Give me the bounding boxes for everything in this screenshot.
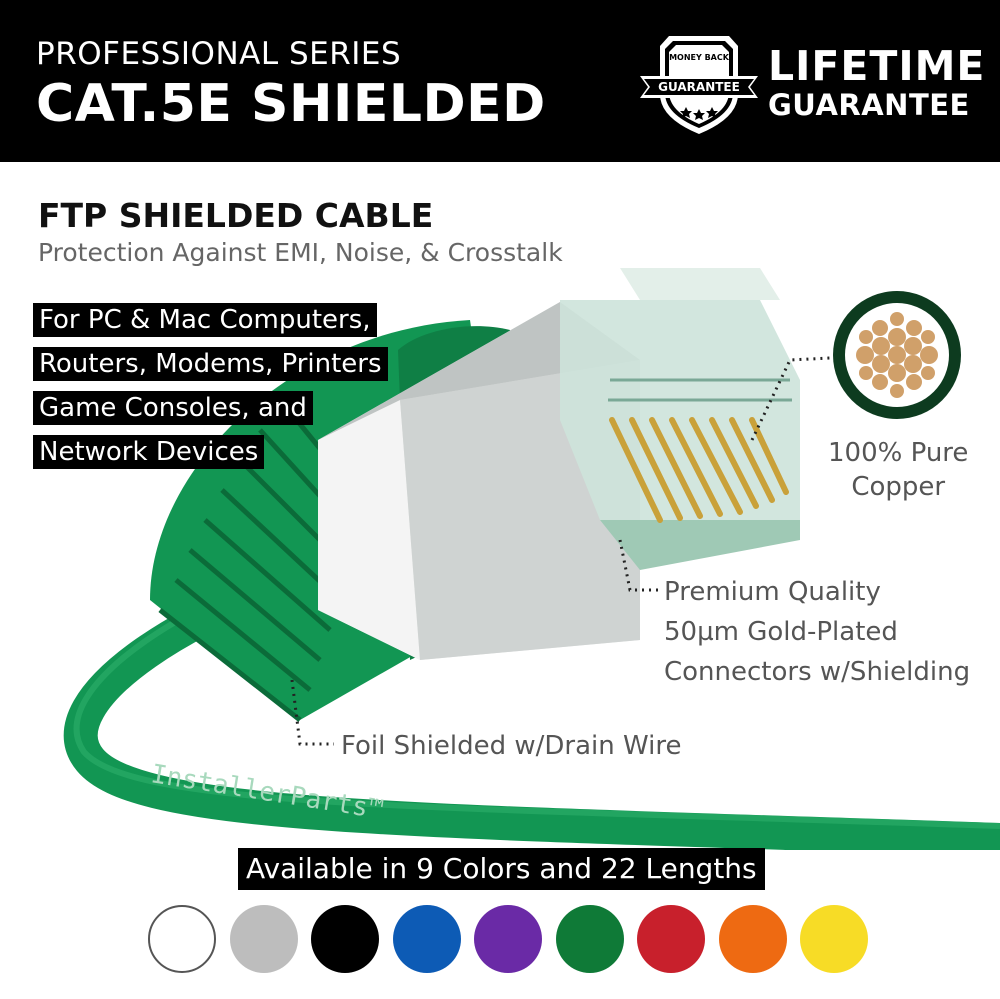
compatibility-line: Routers, Modems, Printers bbox=[33, 344, 388, 384]
compatibility-line: Network Devices bbox=[33, 432, 388, 472]
series-label: PROFESSIONAL SERIES bbox=[36, 36, 402, 72]
copper-callout: 100% Pure Copper bbox=[828, 436, 968, 504]
rj45-clear-plug bbox=[560, 268, 800, 570]
color-swatch-yellow[interactable] bbox=[800, 905, 868, 973]
color-swatches bbox=[148, 905, 888, 975]
money-back-guarantee-badge: MONEY BACK GUARANTEE bbox=[640, 36, 758, 134]
color-swatch-black[interactable] bbox=[311, 905, 379, 973]
badge-main-text: GUARANTEE bbox=[658, 80, 740, 94]
gold-plated-callout: Premium Quality 50µm Gold-Plated Connect… bbox=[664, 572, 970, 692]
color-swatch-orange[interactable] bbox=[718, 905, 787, 973]
gold-pins bbox=[609, 417, 789, 523]
product-model-title: CAT.5E SHIELDED bbox=[36, 74, 546, 134]
gold-callout-line: Connectors w/Shielding bbox=[664, 657, 971, 687]
gold-callout-line: 50µm Gold-Plated bbox=[664, 617, 898, 647]
copper-wire-icon bbox=[833, 291, 961, 419]
color-swatch-white[interactable] bbox=[148, 905, 216, 973]
compatibility-list: For PC & Mac Computers, Routers, Modems,… bbox=[33, 300, 388, 476]
header-banner: PROFESSIONAL SERIES CAT.5E SHIELDED MONE… bbox=[0, 0, 1000, 162]
gold-leader-line bbox=[618, 539, 658, 592]
color-swatch-green[interactable] bbox=[555, 905, 624, 973]
foil-leader-line bbox=[290, 679, 334, 746]
guarantee-label: GUARANTEE bbox=[768, 88, 970, 122]
copper-leader-line bbox=[750, 356, 831, 441]
availability-banner: Available in 9 Colors and 22 Lengths bbox=[238, 848, 765, 890]
color-swatch-blue[interactable] bbox=[392, 905, 461, 973]
badge-top-text: MONEY BACK bbox=[669, 53, 730, 62]
headline-subtitle: Protection Against EMI, Noise, & Crossta… bbox=[38, 238, 563, 267]
star-icon bbox=[680, 107, 718, 120]
gold-callout-line: Premium Quality bbox=[664, 577, 881, 607]
lifetime-label: LIFETIME bbox=[768, 42, 986, 90]
color-swatch-purple[interactable] bbox=[474, 905, 542, 973]
color-swatch-gray[interactable] bbox=[229, 905, 298, 973]
copper-callout-line: Copper bbox=[851, 472, 946, 502]
foil-shield-callout: Foil Shielded w/Drain Wire bbox=[341, 731, 682, 761]
copper-callout-line: 100% Pure bbox=[828, 438, 969, 468]
headline-title: FTP SHIELDED CABLE bbox=[38, 196, 434, 235]
color-swatch-red[interactable] bbox=[637, 905, 705, 973]
compatibility-line: Game Consoles, and bbox=[33, 388, 388, 428]
compatibility-line: For PC & Mac Computers, bbox=[33, 300, 388, 340]
